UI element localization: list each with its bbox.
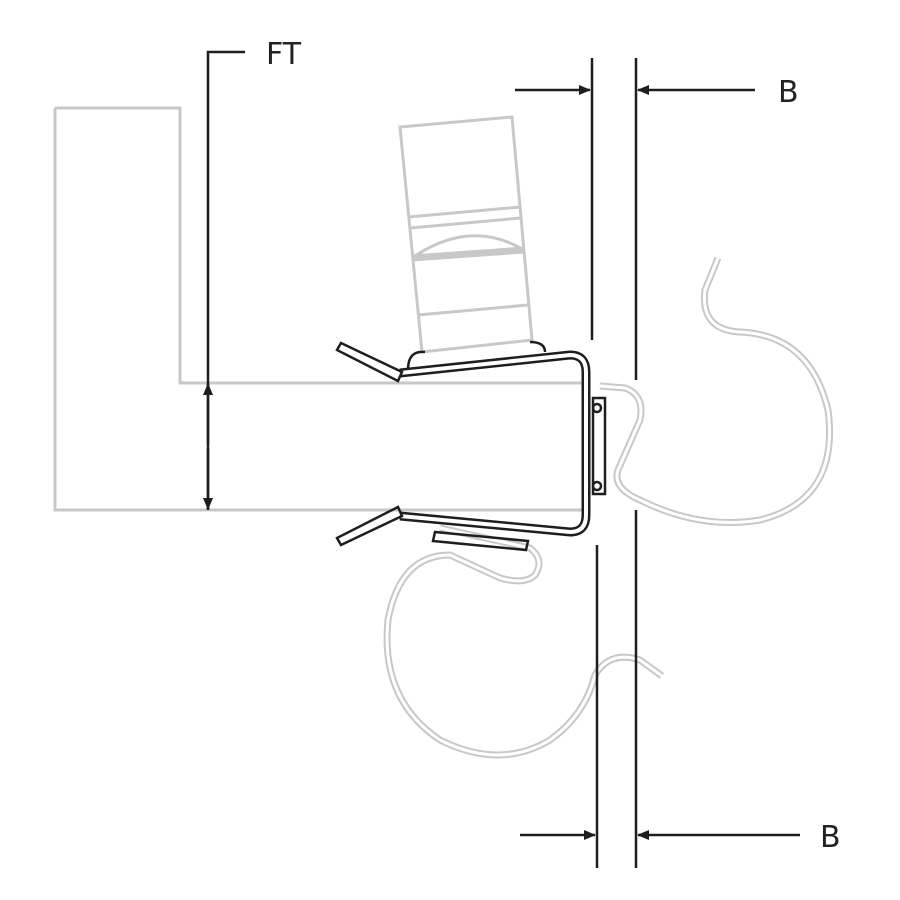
ft-dimension (203, 50, 245, 510)
clip-body (335, 340, 607, 552)
ghost-hook-right (599, 256, 834, 526)
b-label-top: B (778, 75, 799, 110)
ghost-clip-upright (398, 115, 534, 354)
b-label-bottom: B (820, 820, 841, 855)
structural-member-outline (53, 106, 590, 512)
ft-label: FT (266, 37, 302, 72)
ghost-hook-lower (383, 524, 665, 759)
b-dimension (515, 58, 800, 868)
